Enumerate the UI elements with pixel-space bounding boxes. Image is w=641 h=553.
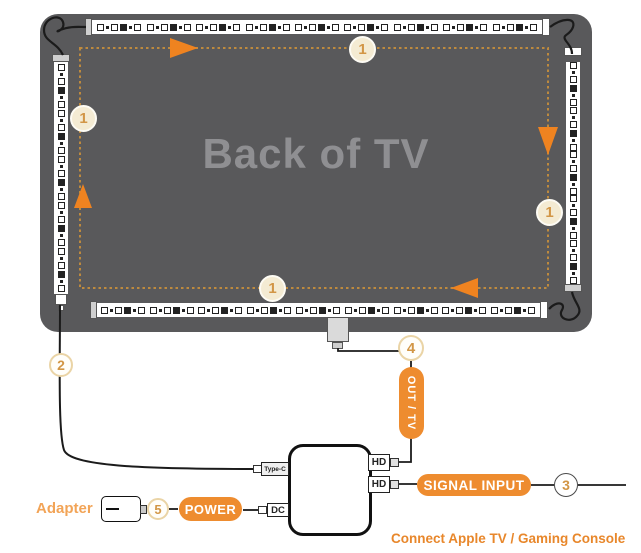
led-segment — [149, 306, 194, 314]
strip-endcap-bottom-right — [540, 301, 548, 319]
led-segment — [442, 306, 487, 314]
led-segment — [569, 106, 577, 151]
step-4-number: 4 — [406, 339, 416, 357]
tv-back-label: Back of TV — [202, 130, 430, 177]
step-1-badge-right: 1 — [536, 199, 563, 226]
led-segment — [146, 23, 191, 31]
step-5-badge: 5 — [147, 498, 169, 520]
power-adapter-prong — [106, 508, 119, 510]
strip-endcap-top-right — [542, 18, 550, 36]
tv-hdmi-connector-plug — [332, 342, 343, 349]
strip-endcap-right-bottom — [564, 284, 582, 292]
step-1-number: 1 — [79, 110, 88, 127]
led-segment — [569, 195, 577, 240]
led-segment — [443, 23, 488, 31]
led-segment — [569, 239, 577, 284]
led-segment — [196, 23, 241, 31]
led-segment — [569, 150, 577, 195]
led-segment — [491, 306, 536, 314]
step-3-number: 3 — [562, 477, 570, 493]
led-controller-box — [288, 444, 372, 536]
step-1-badge-left: 1 — [70, 105, 97, 132]
step-4-badge: 4 — [398, 335, 424, 361]
power-pill-label: POWER — [184, 501, 237, 517]
led-segment — [492, 23, 537, 31]
strip-endcap-left-top — [52, 54, 70, 62]
strip-connector-left-bottom-tip — [58, 305, 64, 311]
dc-port-label: DC — [271, 504, 285, 516]
footnote-text: Connect Apple TV / Gaming Console — [391, 531, 626, 546]
led-strip-right — [566, 62, 580, 284]
led-strip-bottom — [96, 303, 540, 317]
signal-input-pill: SIGNAL INPUT — [417, 474, 531, 496]
led-segment — [57, 248, 65, 292]
led-segment — [247, 306, 292, 314]
step-3-badge: 3 — [554, 473, 578, 497]
step-5-number: 5 — [154, 501, 162, 517]
tv-hdmi-connector — [327, 317, 349, 342]
power-adapter-nub — [140, 505, 147, 514]
out-tv-pill-label: OUT / TV — [405, 375, 418, 431]
power-pill: POWER — [179, 497, 242, 521]
led-segment — [198, 306, 243, 314]
hdmi-in-port-label: HD — [371, 479, 387, 490]
step-2-number: 2 — [57, 357, 65, 373]
signal-input-pill-label: SIGNAL INPUT — [423, 477, 525, 493]
adapter-label: Adapter — [36, 500, 93, 517]
hdmi-out-wire-upper — [337, 348, 399, 352]
hdmi-out-plug — [390, 458, 399, 467]
led-segment — [393, 306, 438, 314]
hdmi-in-plug — [390, 480, 399, 489]
hdmi-out-port-label: HD — [371, 457, 387, 468]
led-segment — [97, 23, 142, 31]
led-segment — [57, 202, 65, 246]
led-strip-top — [92, 20, 542, 34]
hdmi-in-port: HD — [368, 476, 390, 493]
led-segment — [344, 306, 389, 314]
step-2-badge: 2 — [49, 353, 73, 377]
type-c-port-label: Type-C — [264, 465, 286, 473]
strip-endcap-bottom-left — [90, 301, 97, 319]
led-segment — [569, 62, 577, 107]
led-segment — [295, 306, 340, 314]
step-1-badge-bottom: 1 — [259, 275, 286, 302]
dc-plug — [258, 506, 267, 514]
led-strip-left — [54, 62, 68, 294]
led-segment — [294, 23, 339, 31]
step-1-number: 1 — [545, 204, 554, 221]
step-1-number: 1 — [268, 280, 277, 297]
out-tv-pill: OUT / TV — [399, 367, 424, 439]
step-1-number: 1 — [358, 41, 367, 58]
led-segment — [393, 23, 438, 31]
led-segment — [57, 110, 65, 154]
hdmi-out-port: HD — [368, 454, 390, 471]
led-segment — [245, 23, 290, 31]
led-segment — [344, 23, 389, 31]
led-segment — [57, 156, 65, 200]
led-segment — [57, 64, 65, 108]
step-1-badge-top: 1 — [349, 36, 376, 63]
strip-endcap-right-top — [564, 47, 582, 56]
dc-port: DC — [267, 503, 289, 517]
led-segment — [100, 306, 145, 314]
strip-connector-left-bottom — [55, 294, 67, 305]
strip-endcap-top-left — [85, 18, 92, 36]
type-c-port: Type-C — [261, 462, 289, 476]
